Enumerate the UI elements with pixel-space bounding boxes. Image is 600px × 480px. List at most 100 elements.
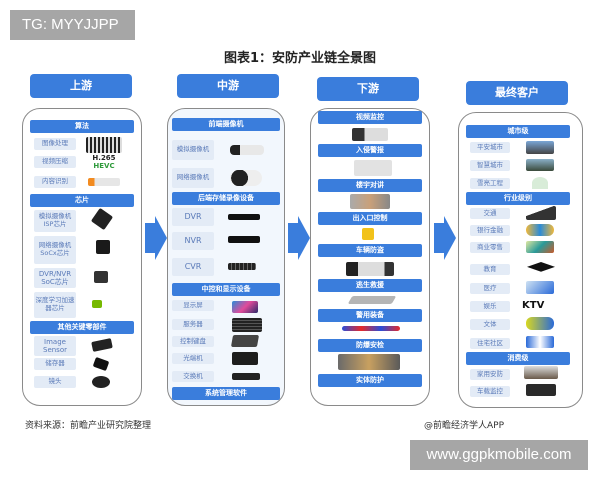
transport-icon xyxy=(526,206,556,220)
item-lens: 镜头 xyxy=(34,376,76,388)
vehicle-camera-icon xyxy=(346,262,394,276)
section-explosion-check: 防爆安检 xyxy=(318,339,422,352)
downstream-panel xyxy=(310,108,430,406)
bullet-camera-icon xyxy=(230,145,264,155)
item-cvr: CVR xyxy=(172,258,214,276)
item-residential: 住宅社区 xyxy=(470,338,510,349)
section-escape-rescue: 逃生救援 xyxy=(318,279,422,292)
control-keyboard-icon xyxy=(230,335,260,347)
sports-icon xyxy=(526,317,554,330)
item-video-compression: 视频压缩 xyxy=(34,156,76,168)
section-intrusion-alarm: 入侵警报 xyxy=(318,144,422,157)
arrow-head-2 xyxy=(298,216,310,260)
arrow-head-1 xyxy=(155,216,167,260)
item-safe-city: 平安城市 xyxy=(470,142,510,153)
arrow-head-3 xyxy=(444,216,456,260)
item-home-security: 家用安防 xyxy=(470,369,510,380)
item-car-monitoring: 车载监控 xyxy=(470,386,510,397)
section-chip: 芯片 xyxy=(30,194,134,207)
tensorflow-icon xyxy=(88,178,120,186)
dvr-device-icon xyxy=(228,214,260,220)
arrow-up-to-mid xyxy=(145,223,155,253)
section-system-software: 系统管理软件 xyxy=(172,387,280,400)
header-downstream: 下游 xyxy=(317,77,419,101)
banking-icon xyxy=(526,224,554,236)
item-nvr: NVR xyxy=(172,232,214,250)
intercom-photo-icon xyxy=(350,194,390,209)
switch-icon xyxy=(232,373,260,380)
rescue-board-icon xyxy=(347,296,397,304)
dome-camera-icon xyxy=(230,170,262,186)
arrow-down-to-customer xyxy=(434,223,444,253)
server-icon xyxy=(232,318,262,332)
section-building-intercom: 楼宇对讲 xyxy=(318,179,422,192)
nvidia-icon xyxy=(92,300,102,308)
surveillance-camera-icon xyxy=(352,128,388,141)
item-storage: 储存器 xyxy=(34,358,76,370)
home-security-photo-icon xyxy=(524,366,558,379)
dashcam-icon xyxy=(526,384,556,396)
source-note: 资料来源：前瞻产业研究院整理 xyxy=(25,421,152,431)
section-industry-level: 行业级别 xyxy=(466,192,570,205)
item-smart-city: 智慧城市 xyxy=(470,160,510,171)
header-customers: 最终客户 xyxy=(466,81,568,105)
nvr-device-icon xyxy=(228,236,260,243)
app-credit: @前瞻经济学人APP xyxy=(423,421,504,431)
city-photo-icon xyxy=(526,141,554,154)
lightbar-icon xyxy=(342,326,400,331)
section-front-camera: 前端摄像机 xyxy=(172,118,280,131)
display-screen-icon xyxy=(232,301,258,313)
arrow-mid-to-down xyxy=(288,223,298,253)
section-police-equipment: 警用装备 xyxy=(318,309,422,322)
section-vehicle-antitheft: 车辆防盗 xyxy=(318,244,422,257)
security-check-photo-icon xyxy=(338,354,400,370)
item-analog-isp-chip: 模拟摄像机ISP芯片 xyxy=(34,210,76,232)
item-retail: 商业零售 xyxy=(470,242,510,253)
item-dvr-nvr-soc-chip: DVR/NVR SoC芯片 xyxy=(34,268,76,288)
item-sports: 文体 xyxy=(470,319,510,330)
item-optical-transceiver: 光端机 xyxy=(172,353,214,364)
optical-transceiver-icon xyxy=(232,352,258,365)
chip-icon xyxy=(94,271,108,283)
header-upstream: 上游 xyxy=(30,74,132,98)
watermark-badge-top: TG: MYYJJPP xyxy=(10,10,135,40)
item-content-recognition: 内容识别 xyxy=(34,176,76,188)
barcode-icon xyxy=(86,137,122,153)
section-physical-protection: 实体防护 xyxy=(318,374,422,387)
item-healthcare: 医疗 xyxy=(470,283,510,294)
item-education: 教育 xyxy=(470,264,510,275)
item-switch: 交换机 xyxy=(172,371,214,382)
section-video-surveillance: 视频监控 xyxy=(318,111,422,124)
cvr-device-icon xyxy=(228,263,256,270)
lens-icon xyxy=(92,376,110,388)
item-server: 服务器 xyxy=(172,319,214,330)
healthcare-icon xyxy=(526,281,554,294)
item-banking: 银行金融 xyxy=(470,225,510,236)
section-control-display: 中控和显示设备 xyxy=(172,283,280,296)
sharp-eyes-logo-icon xyxy=(532,177,548,189)
item-sharp-eyes: 雪亮工程 xyxy=(470,178,510,189)
item-control-keyboard: 控制键盘 xyxy=(172,336,214,347)
figure-title: 图表1：安防产业链全景图 xyxy=(223,51,377,66)
retail-icon xyxy=(526,241,554,253)
section-algorithm: 算法 xyxy=(30,120,134,133)
graduation-cap-icon xyxy=(527,262,555,272)
residential-icon xyxy=(526,336,554,348)
item-analog-camera: 模拟摄像机 xyxy=(172,140,214,160)
section-backend-storage: 后端存储录像设备 xyxy=(172,192,280,205)
section-consumer-level: 消费级 xyxy=(466,352,570,365)
item-network-camera: 网络摄像机 xyxy=(172,168,214,188)
item-display-screen: 显示屏 xyxy=(172,300,214,311)
item-entertainment: 娱乐 xyxy=(470,301,510,312)
section-city-level: 城市级 xyxy=(466,125,570,138)
item-deep-learning-chip: 深度学习加速器芯片 xyxy=(34,292,76,318)
section-other-parts: 其他关键零部件 xyxy=(30,321,134,334)
section-access-control: 出入口控制 xyxy=(318,212,422,225)
item-dvr: DVR xyxy=(172,208,214,226)
item-image-processing: 图像处理 xyxy=(34,138,76,150)
city-photo-icon xyxy=(526,159,554,171)
item-transportation: 交通 xyxy=(470,208,510,219)
item-image-sensor: Image Sensor xyxy=(34,336,76,356)
alarm-device-icon xyxy=(354,160,392,176)
